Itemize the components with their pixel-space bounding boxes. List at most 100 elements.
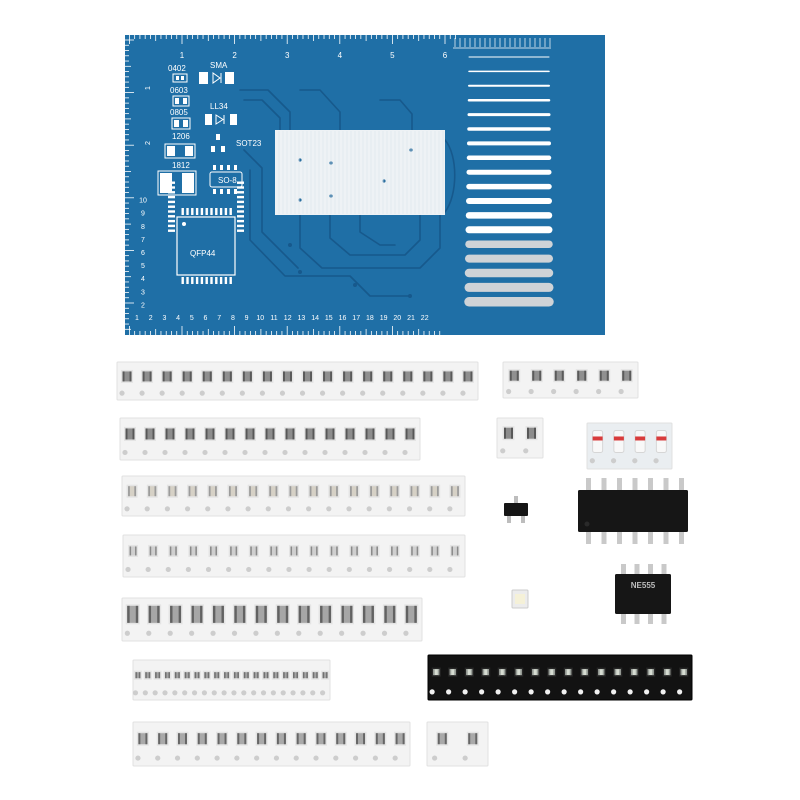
smd-component	[128, 486, 137, 497]
chip-marking: NE555	[631, 581, 656, 590]
component-terminal	[189, 546, 192, 556]
component-terminal	[363, 733, 366, 745]
component-terminal	[316, 672, 318, 679]
smd-component	[577, 370, 587, 381]
component-terminal	[390, 371, 393, 382]
smd-component	[245, 428, 255, 440]
qfp-pin	[168, 210, 175, 213]
sprocket-hole	[132, 690, 139, 696]
sprocket-hole	[182, 690, 188, 696]
sprocket-hole	[253, 630, 259, 636]
bottom-ruler-number: 4	[176, 315, 180, 322]
diode-band	[613, 436, 624, 441]
left-ruler-cm-number: 2	[145, 141, 152, 145]
sprocket-hole	[366, 566, 373, 573]
component-terminal	[602, 669, 605, 676]
smd-component	[322, 672, 328, 679]
qfp-pin	[168, 229, 175, 232]
footprint-label: LL34	[210, 102, 228, 111]
bottom-ruler-number: 1	[135, 315, 139, 322]
component-terminal	[285, 428, 288, 440]
ic-pin	[634, 564, 640, 575]
bottom-ruler-number: 19	[380, 315, 388, 322]
qfp-pin	[168, 215, 175, 218]
smd-component	[205, 428, 215, 440]
solder-pad	[234, 189, 237, 194]
component-terminal	[245, 428, 248, 440]
sprocket-hole	[611, 689, 617, 695]
footprint-so8: SO-8	[209, 165, 243, 194]
sprocket-hole	[462, 689, 468, 695]
qfp-pin	[237, 195, 244, 199]
sprocket-hole	[596, 388, 602, 395]
smd-component	[423, 371, 433, 382]
component-terminal	[320, 605, 323, 623]
ic-pin	[617, 531, 622, 544]
component-terminal	[303, 371, 306, 382]
component-terminal	[170, 605, 173, 623]
sprocket-hole	[202, 449, 208, 456]
component-tape	[586, 422, 673, 470]
component-terminal	[174, 486, 177, 497]
sprocket-hole	[219, 390, 225, 396]
sprocket-hole	[322, 449, 328, 456]
sprocket-hole	[627, 689, 633, 695]
component-terminal	[194, 486, 197, 497]
component-terminal	[257, 672, 259, 679]
sprocket-hole	[306, 506, 312, 512]
component-terminal	[247, 672, 249, 679]
component-terminal	[449, 669, 452, 676]
sprocket-hole	[319, 390, 326, 396]
component-terminal	[482, 669, 485, 676]
bottom-ruler-number: 15	[325, 315, 333, 322]
sprocket-hole	[226, 566, 232, 573]
qfp-pin	[168, 191, 175, 194]
component-terminal	[194, 672, 197, 679]
tape-strip	[132, 721, 411, 767]
component-terminal	[503, 669, 506, 676]
sprocket-hole	[285, 506, 292, 512]
ic-pin	[679, 478, 684, 491]
component-terminal	[224, 672, 226, 679]
sprocket-hole	[167, 630, 173, 636]
component-terminal	[229, 371, 232, 382]
qfp-pin	[210, 208, 213, 215]
tape-strip	[121, 597, 423, 642]
so8-pad-row	[213, 165, 237, 194]
component-terminal	[215, 546, 218, 556]
component-terminal	[345, 428, 348, 440]
component-terminal	[178, 672, 180, 679]
component-terminal	[292, 428, 295, 440]
component-terminal	[276, 733, 279, 745]
ic-pin	[663, 531, 669, 544]
sprocket-hole	[274, 630, 280, 636]
smd-component	[127, 605, 139, 623]
footprint-outline	[176, 216, 236, 276]
sot23-leg	[514, 496, 518, 504]
qfp-pin	[237, 215, 244, 218]
sprocket-hole	[146, 630, 152, 636]
sprocket-hole	[402, 449, 408, 456]
component-terminal	[515, 669, 518, 676]
component-terminal	[127, 605, 130, 623]
pcb-trace	[359, 214, 396, 246]
sprocket-hole	[139, 390, 145, 396]
component-terminal	[405, 605, 409, 623]
sprocket-hole	[495, 689, 501, 695]
sprocket-hole	[124, 630, 130, 636]
qfp44-pins	[168, 181, 244, 284]
smd-component	[174, 672, 180, 679]
smd-component	[169, 546, 177, 556]
component-terminal	[652, 669, 654, 676]
sprocket-hole	[221, 690, 227, 696]
component-terminal	[145, 428, 148, 440]
top-ruler-number: 5	[390, 51, 395, 60]
smd-component	[135, 672, 141, 679]
sprocket-hole	[382, 449, 388, 456]
footprint-outline	[172, 73, 188, 83]
component-terminal	[309, 486, 312, 497]
component-tape	[496, 417, 544, 459]
ic-pins	[586, 478, 684, 544]
component-terminal	[332, 428, 335, 440]
solder-pad	[213, 189, 216, 194]
